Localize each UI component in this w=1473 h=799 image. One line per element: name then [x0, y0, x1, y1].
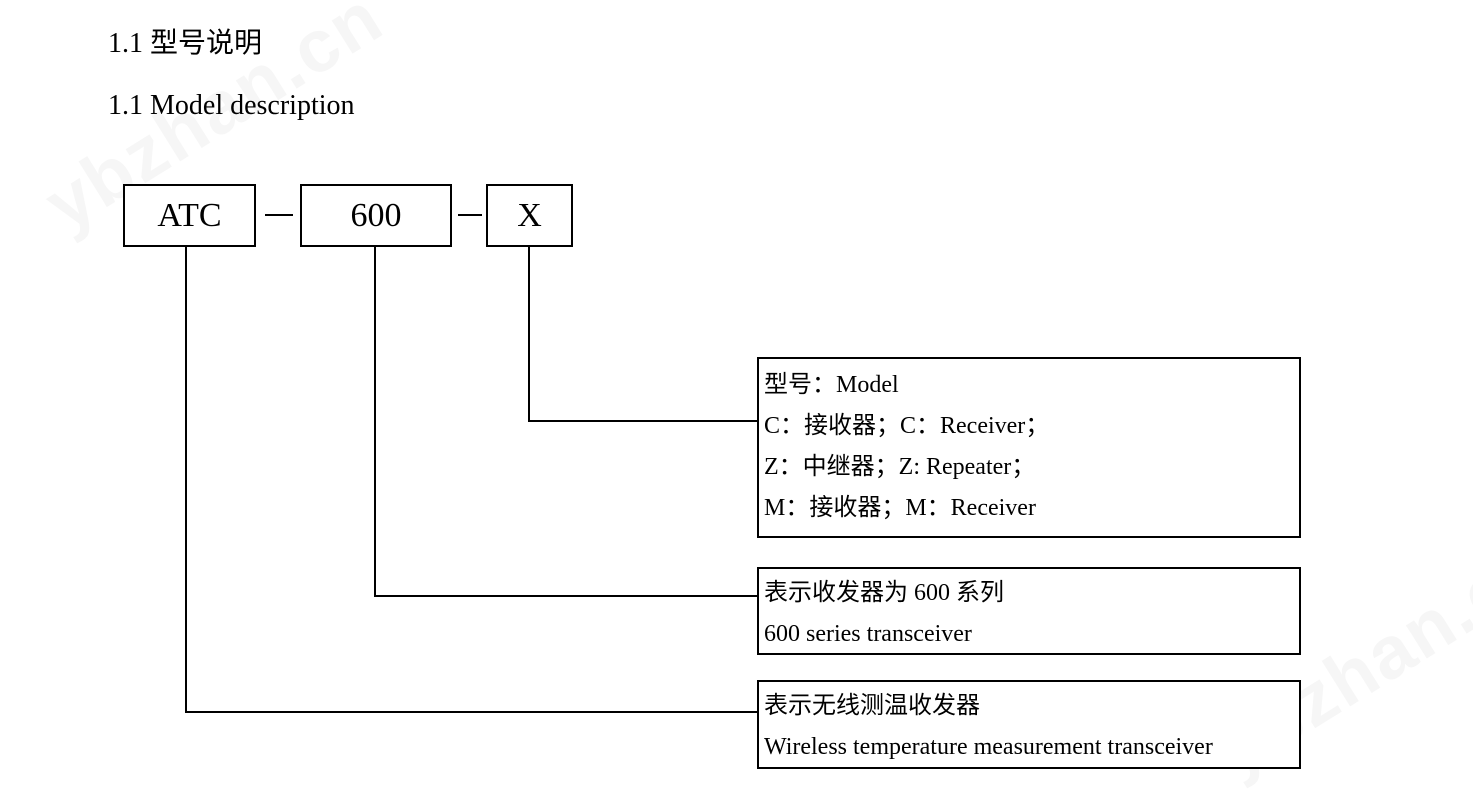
code-separator-dash	[458, 214, 482, 216]
series-line: 表示收发器为 600 系列	[764, 580, 1004, 606]
model-code-x-box: X	[486, 184, 573, 247]
section-heading-zh: 1.1 型号说明	[108, 28, 263, 59]
model-variants-line: 型号：Model	[764, 372, 899, 398]
series-line: 600 series transceiver	[764, 621, 972, 647]
section-heading-en: 1.1 Model description	[108, 90, 355, 121]
model-variants-line: C：接收器；C：Receiver；	[764, 413, 1050, 439]
connector-atc-to-type	[185, 247, 757, 713]
model-code-atc-box: ATC	[123, 184, 256, 247]
connector-600-to-series	[374, 247, 757, 597]
device-type-description-box: 表示无线测温收发器 Wireless temperature measureme…	[757, 680, 1301, 769]
series-description-box: 表示收发器为 600 系列 600 series transceiver	[757, 567, 1301, 655]
code-separator-dash	[265, 214, 293, 216]
device-type-line: Wireless temperature measurement transce…	[764, 734, 1213, 760]
connector-x-to-variants	[528, 247, 757, 422]
model-variants-line: M：接收器；M：Receiver	[764, 495, 1036, 521]
model-code-600-box: 600	[300, 184, 452, 247]
model-variants-description-box: 型号：Model C：接收器；C：Receiver； Z：中继器；Z: Repe…	[757, 357, 1301, 538]
model-variants-line: Z：中继器；Z: Repeater；	[764, 454, 1036, 480]
device-type-line: 表示无线测温收发器	[764, 693, 980, 719]
